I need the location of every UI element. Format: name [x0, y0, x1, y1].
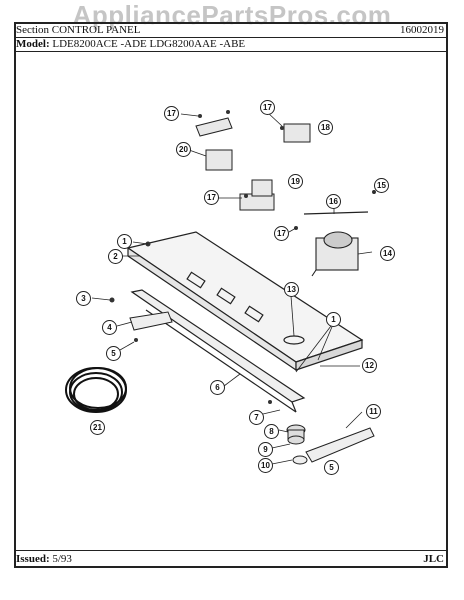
- callout-2: 2: [108, 249, 123, 264]
- control-panel-part: [126, 231, 364, 372]
- footer-rule: [14, 550, 448, 551]
- model-rule: [14, 51, 448, 52]
- switch-part: [283, 123, 311, 143]
- push-switch-part: [239, 179, 275, 211]
- callout-20: 20: [176, 142, 191, 157]
- issued-label: Issued:: [16, 553, 50, 565]
- issued-date: 5/93: [52, 553, 72, 565]
- timer-part: [311, 231, 359, 277]
- callout-19: 19: [288, 174, 303, 189]
- callout-21: 21: [90, 420, 105, 435]
- callout-4: 4: [102, 320, 117, 335]
- callout-18: 18: [318, 120, 333, 135]
- callout-1: 1: [117, 234, 132, 249]
- watermark: AppliancePartsPros.com: [72, 0, 392, 30]
- callout-12: 12: [362, 358, 377, 373]
- callout-7: 7: [249, 410, 264, 425]
- callout-16: 16: [326, 194, 341, 209]
- knob-part: [286, 424, 306, 445]
- model-label: Model:: [16, 38, 50, 50]
- callout-3: 3: [76, 291, 91, 306]
- wire-harness-part: [65, 367, 127, 413]
- callout-9: 9: [258, 442, 273, 457]
- diagram-frame: [14, 22, 448, 568]
- callout-17-middle: 17: [204, 190, 219, 205]
- doc-number: 16002019: [400, 24, 444, 36]
- bracket-part: [129, 311, 173, 331]
- callout-14: 14: [380, 246, 395, 261]
- callout-8: 8: [264, 424, 279, 439]
- callout-17-top: 17: [164, 106, 179, 121]
- section-label: Section: [16, 24, 49, 36]
- callout-17-lower: 17: [274, 226, 289, 241]
- callout-11: 11: [366, 404, 381, 419]
- selector-switch-part: [195, 117, 233, 171]
- callout-15: 15: [374, 178, 389, 193]
- header-rule: [14, 37, 448, 38]
- callout-1-right: 1: [326, 312, 341, 327]
- callout-13: 13: [284, 282, 299, 297]
- section-header: Section CONTROL PANEL: [16, 24, 140, 37]
- model-value: LDE8200ACE -ADE LDG8200AAE -ABE: [52, 38, 246, 50]
- callout-10: 10: [258, 458, 273, 473]
- callout-5: 5: [106, 346, 121, 361]
- footer-code: JLC: [423, 553, 444, 565]
- callout-5-lower: 5: [324, 460, 339, 475]
- grommet-part: [292, 455, 308, 465]
- rear-panel-part: [130, 289, 306, 413]
- callout-17-upper-right: 17: [260, 100, 275, 115]
- rod-part: [303, 211, 369, 215]
- callout-6: 6: [210, 380, 225, 395]
- model-line: Model: LDE8200ACE -ADE LDG8200AAE -ABE: [16, 38, 245, 50]
- end-cap-part: [305, 427, 375, 463]
- issued-line: Issued: 5/93: [16, 553, 72, 565]
- section-name: CONTROL PANEL: [51, 24, 141, 36]
